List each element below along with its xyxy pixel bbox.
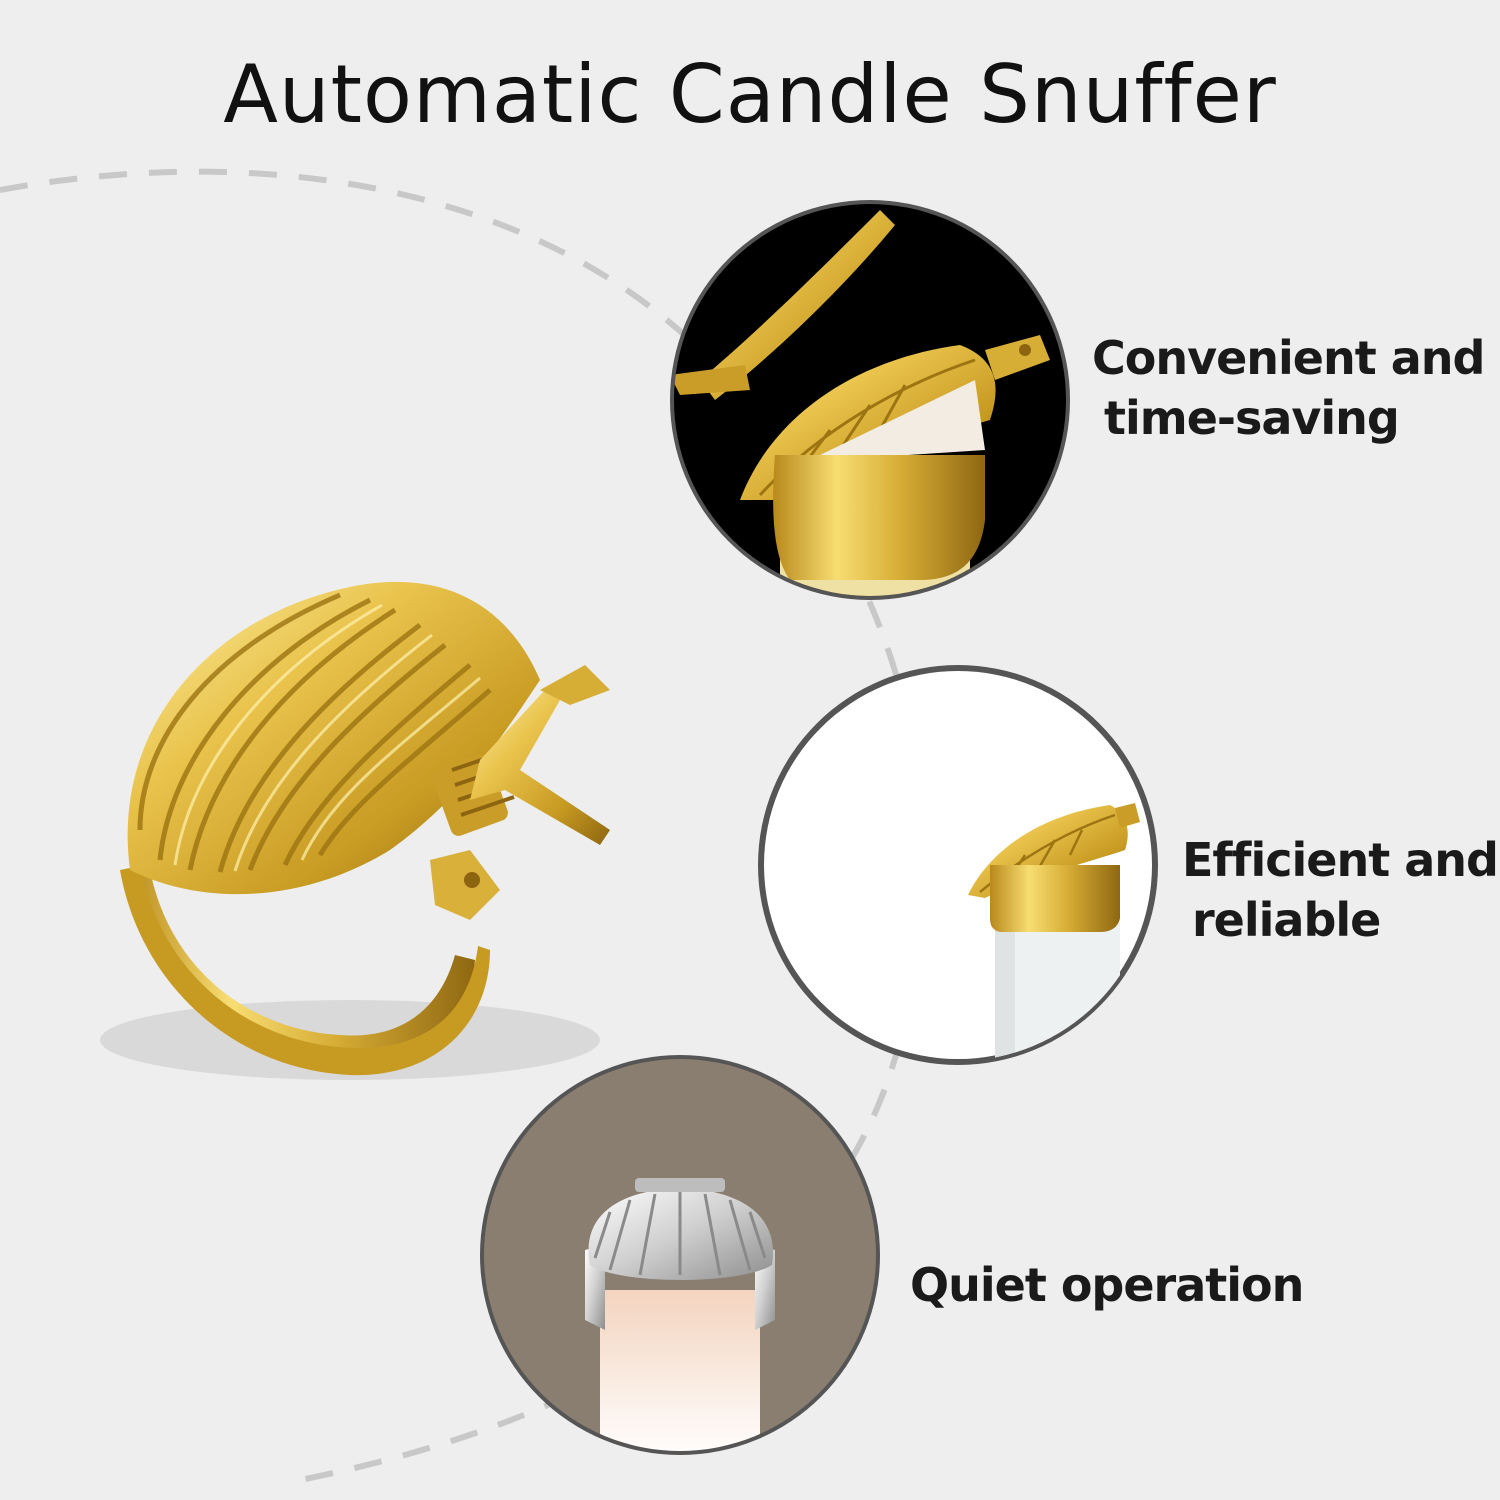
feature-image-2 — [758, 665, 1158, 1065]
feature-image-1 — [670, 200, 1070, 600]
feature-1-line-1: Convenient and — [1092, 331, 1485, 385]
feature-label-2: Efficient and reliable — [1182, 830, 1499, 950]
feature-3-line-1: Quiet operation — [910, 1258, 1304, 1312]
feature-label-3: Quiet operation — [910, 1255, 1304, 1315]
feature-image-3 — [480, 1055, 880, 1455]
feature-label-1: Convenient and time-saving — [1092, 328, 1485, 448]
feature-2-line-2: reliable — [1192, 893, 1381, 947]
main-snuffer-image — [100, 581, 610, 1080]
feature-1-line-2: time-saving — [1104, 391, 1400, 445]
feature-2-line-1: Efficient and — [1182, 833, 1499, 887]
page-title: Automatic Candle Snuffer — [223, 48, 1277, 141]
